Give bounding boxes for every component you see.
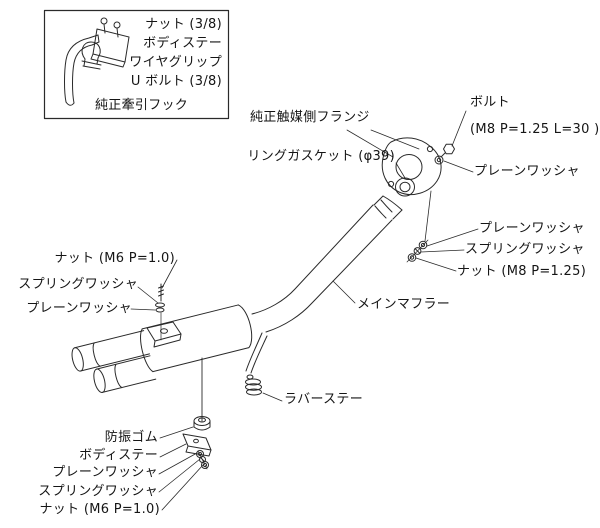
bolt-drawing xyxy=(440,143,455,158)
muffler-bracket-drawing xyxy=(146,321,182,348)
label-plain-washer-flange: プレーンワッシャ xyxy=(474,164,580,179)
m6-bolt-stack-drawing xyxy=(155,283,165,341)
front-pipe-drawing xyxy=(251,195,403,333)
label-body-stay: ボディステー xyxy=(79,448,158,463)
m8-fastener-stack-drawing xyxy=(406,190,432,263)
rubber-stay-drawing xyxy=(245,332,268,396)
label-plain-washer-m6-upper: プレーンワッシャ xyxy=(26,301,132,316)
label-nut-m6-lower: ナット (M6 P=1.0) xyxy=(39,502,160,517)
main-muffler-drawing xyxy=(71,304,253,393)
tow-hook-drawing xyxy=(64,17,130,106)
vibration-rubber-drawing xyxy=(193,416,211,431)
label-ring-gasket: リングガスケット (φ39) xyxy=(247,149,395,164)
legend-item-body-stay: ボディステー xyxy=(143,36,222,51)
label-nut-m6-upper: ナット (M6 P=1.0) xyxy=(54,251,175,266)
leader-lines xyxy=(130,110,479,511)
label-rubber-stay: ラバーステー xyxy=(284,392,364,407)
label-vibration-rubber: 防振ゴム xyxy=(104,430,158,445)
u-bolt-icon xyxy=(81,41,101,60)
label-main-muffler: メインマフラー xyxy=(357,297,451,312)
legend-item-nut: ナット (3/8) xyxy=(145,17,222,32)
label-plain-washer-m6-lower: プレーンワッシャ xyxy=(52,465,158,480)
legend-box xyxy=(43,9,230,120)
legend-item-u-bolt: U ボルト (3/8) xyxy=(130,74,222,89)
body-stay-drawing xyxy=(182,433,212,457)
label-spring-washer-m6-upper: スプリングワッシャ xyxy=(18,277,138,292)
legend-caption: 純正牽引フック xyxy=(95,98,189,113)
label-spring-washer-m6-lower: スプリングワッシャ xyxy=(38,484,158,499)
legend-item-wire-grip: ワイヤグリップ xyxy=(129,55,222,70)
label-nut-m8: ナット (M8 P=1.25) xyxy=(457,264,587,279)
plain-washer-drawing xyxy=(434,155,444,165)
muffler-tip-upper xyxy=(71,330,150,372)
lower-fastener-stack-drawing xyxy=(196,450,209,470)
nut-icon xyxy=(100,17,108,25)
ring-gasket-drawing xyxy=(395,177,415,197)
catalyst-flange-drawing xyxy=(381,137,442,195)
label-spring-washer-m8: スプリングワッシャ xyxy=(465,242,585,257)
muffler-tip-lower xyxy=(93,355,157,393)
wire-grip-icon xyxy=(81,60,102,70)
label-bolt-spec: (M8 P=1.25 L=30 ) xyxy=(470,122,600,137)
nut-icon xyxy=(113,21,121,29)
label-bolt: ボルト xyxy=(470,95,510,110)
label-plain-washer-m8: プレーンワッシャ xyxy=(479,221,585,236)
label-catalyst-flange: 純正触媒側フランジ xyxy=(250,110,370,125)
